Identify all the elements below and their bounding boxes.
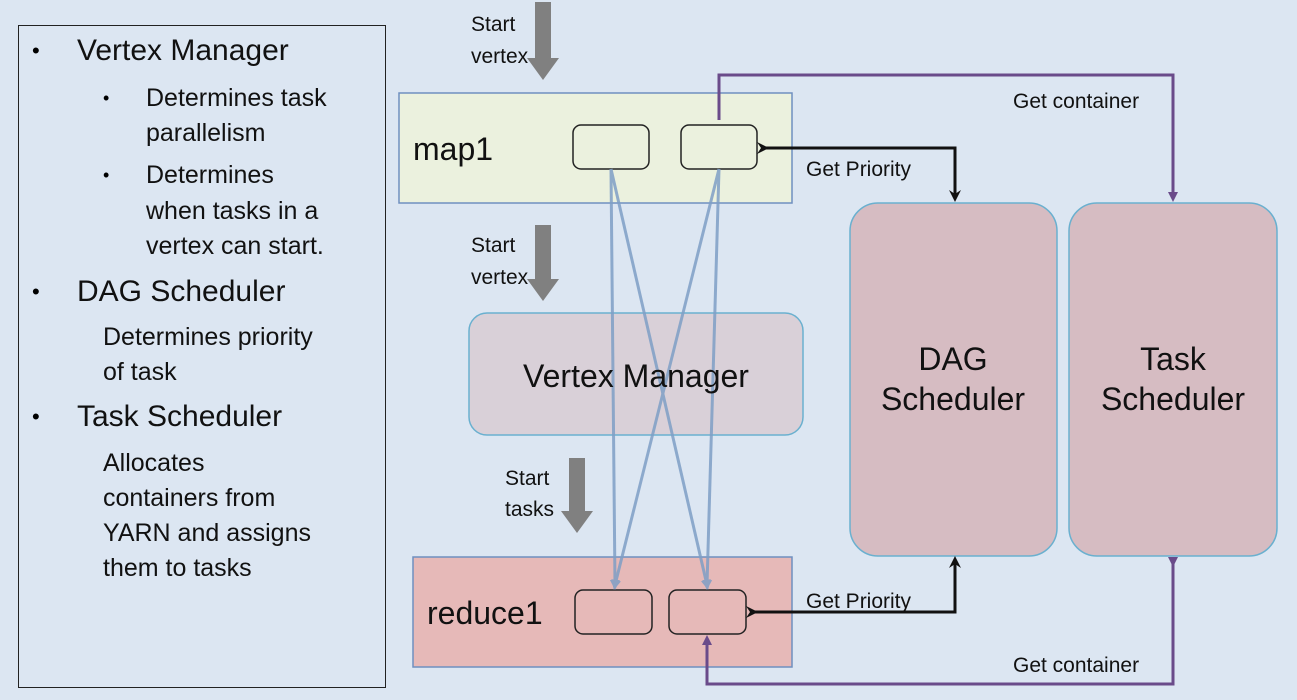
- get-container-top-arrow: [717, 73, 1178, 202]
- get-priority-top-label: Get Priority: [806, 158, 912, 181]
- dag-desc-line1: Determines priority: [103, 323, 313, 351]
- start-vertex-arrow-mid: [527, 225, 559, 301]
- map1-label: map1: [413, 131, 493, 167]
- vm-sub2-line3: vertex can start.: [146, 232, 324, 260]
- start-tasks-arrow: [561, 458, 593, 533]
- vm-sub2-line1: Determines: [146, 161, 274, 189]
- vertex-manager-heading: Vertex Manager: [77, 34, 289, 67]
- get-container-bottom-label: Get container: [1013, 654, 1139, 677]
- task-scheduler-label-line2: Scheduler: [1101, 381, 1245, 417]
- ts-desc-line2: containers from: [103, 484, 276, 512]
- vm-sub2-line2: when tasks in a: [146, 197, 319, 225]
- map1-task-slot-1: [572, 124, 650, 170]
- shuffle-edges: [609, 168, 721, 590]
- vm-sub1-line2: parallelism: [146, 119, 266, 147]
- vertex-manager-box: [468, 312, 804, 436]
- task-scheduler-label-line1: Task: [1140, 341, 1207, 377]
- get-priority-bottom-arrow: [746, 556, 961, 618]
- dag-scheduler-box: [849, 202, 1058, 557]
- dag-scheduler-label-line2: Scheduler: [881, 381, 1025, 417]
- dag-desc-line2: of task: [103, 358, 177, 386]
- reduce1-label: reduce1: [427, 595, 543, 631]
- bullet-icon: •: [32, 38, 40, 63]
- reduce1-task-slot-2: [668, 589, 747, 635]
- start-vertex-top-line2: vertex: [471, 45, 529, 68]
- start-vertex-mid-line1: Start: [471, 234, 516, 257]
- task-scheduler-heading: Task Scheduler: [77, 400, 283, 433]
- vm-sub1-line1: Determines task: [146, 84, 327, 112]
- get-priority-bottom-label: Get Priority: [806, 590, 912, 613]
- get-container-bottom-arrow: [702, 557, 1178, 686]
- bullet-icon: •: [103, 165, 110, 185]
- ts-desc-line4: them to tasks: [103, 554, 252, 582]
- start-vertex-top-line1: Start: [471, 13, 516, 36]
- task-scheduler-box: [1068, 202, 1278, 557]
- ts-desc-line1: Allocates: [103, 449, 205, 477]
- get-container-top-label: Get container: [1013, 90, 1139, 113]
- bullet-icon: •: [103, 88, 110, 108]
- start-tasks-line2: tasks: [505, 498, 554, 521]
- vertex-manager-label: Vertex Manager: [523, 358, 749, 394]
- dag-scheduler-label-line1: DAG: [918, 341, 987, 377]
- start-tasks-line1: Start: [505, 467, 550, 490]
- legend-panel: [18, 25, 386, 688]
- map1-task-slot-2: [680, 124, 758, 170]
- dag-scheduler-heading: DAG Scheduler: [77, 275, 286, 308]
- reduce1-task-slot-1: [574, 589, 653, 635]
- get-priority-top-arrow: [757, 142, 961, 202]
- start-vertex-mid-line2: vertex: [471, 266, 529, 289]
- ts-desc-line3: YARN and assigns: [103, 519, 311, 547]
- bullet-icon: •: [32, 404, 40, 429]
- start-vertex-arrow-top: [527, 2, 559, 80]
- bullet-icon: •: [32, 279, 40, 304]
